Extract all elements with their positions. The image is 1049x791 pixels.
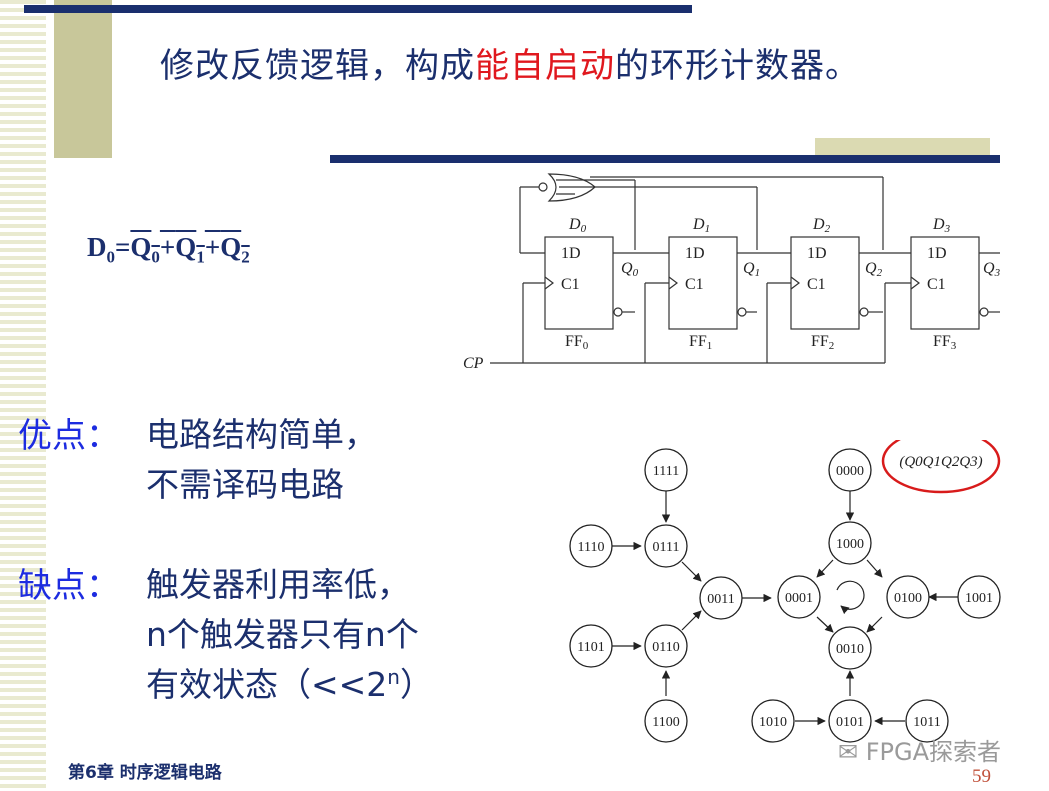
top-rule bbox=[24, 5, 692, 13]
pros-label: 优点： bbox=[18, 416, 120, 456]
pin-c-label: C1 bbox=[685, 276, 704, 293]
chapter-footer: 第6章 时序逻辑电路 bbox=[68, 763, 222, 783]
cons-line3-text: 有效状态（<<2 bbox=[146, 665, 388, 704]
ff-label: FF1 bbox=[689, 333, 712, 352]
state-legend-label: (Q0Q1Q2Q3) bbox=[899, 454, 982, 470]
state-diagram: 1111 1110 0111 0011 1101 0110 1100 0000 … bbox=[569, 440, 1001, 743]
state-node: 0100 bbox=[894, 591, 922, 606]
eq-rhs-overlined: Q0+Q1+Q2 bbox=[130, 232, 249, 266]
eq-sub: 0 bbox=[151, 247, 160, 267]
q-label: Q1 bbox=[743, 260, 760, 279]
state-node: 1101 bbox=[577, 640, 604, 655]
cons-line: 触发器利用率低， bbox=[146, 565, 410, 604]
ring-counter-circuit: 1D C1 1D C1 1D C1 1D C1 D0 D1 D2 D3 Q0 Q… bbox=[463, 173, 1001, 372]
eq-sub: 2 bbox=[241, 247, 250, 267]
state-node: 1111 bbox=[653, 464, 679, 479]
eq-term: Q bbox=[175, 232, 197, 262]
ff-label: FF2 bbox=[811, 333, 834, 352]
cons-label: 缺点： bbox=[18, 566, 120, 606]
pros-line: 电路结构简单， bbox=[146, 415, 377, 454]
clock-label: CP bbox=[463, 355, 484, 372]
d-label: D2 bbox=[812, 216, 831, 235]
eq-lhs: D bbox=[87, 232, 107, 262]
left-stripes-decoration bbox=[0, 0, 46, 791]
pin-c-label: C1 bbox=[561, 276, 580, 293]
eq-term: Q bbox=[220, 232, 242, 262]
title-part: 修改反馈逻辑，构成 bbox=[160, 46, 475, 86]
state-node: 1110 bbox=[578, 540, 605, 555]
cons-line3-sup: n bbox=[387, 665, 400, 689]
pin-d-label: 1D bbox=[561, 245, 581, 262]
state-node: 1000 bbox=[836, 537, 864, 552]
cons-line: n个触发器只有n个 bbox=[146, 615, 419, 654]
eq-op: + bbox=[204, 232, 221, 262]
slide-title: 修改反馈逻辑，构成能自启动的环形计数器。 bbox=[160, 38, 860, 87]
tan-decor-block-right bbox=[815, 138, 990, 158]
tan-decor-block bbox=[54, 0, 112, 158]
eq-op: + bbox=[159, 232, 176, 262]
pin-d-label: 1D bbox=[685, 245, 705, 262]
d-label: D1 bbox=[692, 216, 710, 235]
pin-c-label: C1 bbox=[807, 276, 826, 293]
state-node: 0001 bbox=[785, 591, 813, 606]
state-node: 0000 bbox=[836, 464, 864, 479]
eq-sub: 1 bbox=[196, 247, 205, 267]
cons-line: 有效状态（<<2n） bbox=[146, 658, 433, 706]
title-highlight: 能自启动 bbox=[475, 46, 615, 86]
watermark: ✉ FPGA探索者 bbox=[838, 732, 1001, 767]
state-node: 0110 bbox=[652, 640, 679, 655]
legend-highlight-ellipse bbox=[881, 440, 1001, 494]
pin-d-label: 1D bbox=[807, 245, 827, 262]
ff-label: FF0 bbox=[565, 333, 589, 352]
pin-d-label: 1D bbox=[927, 245, 947, 262]
state-node: 0101 bbox=[836, 715, 864, 730]
state-node: 1100 bbox=[652, 715, 679, 730]
page-number: 59 bbox=[972, 766, 991, 787]
state-node: 1011 bbox=[913, 715, 940, 730]
q-label: Q2 bbox=[865, 260, 883, 279]
title-underline-rule bbox=[330, 155, 1000, 163]
d-label: D3 bbox=[932, 216, 951, 235]
eq-term: Q bbox=[130, 232, 152, 262]
state-node: 0010 bbox=[836, 642, 864, 657]
q-label: Q0 bbox=[621, 260, 639, 279]
cons-line3-close: ） bbox=[399, 665, 433, 704]
pin-c-label: C1 bbox=[927, 276, 946, 293]
state-node: 1010 bbox=[759, 715, 787, 730]
d-label: D0 bbox=[568, 216, 587, 235]
watermark-text: FPGA探索者 bbox=[865, 738, 1002, 766]
title-part: 的环形计数器。 bbox=[615, 46, 860, 86]
feedback-equation: D0=Q0+Q1+Q2 bbox=[87, 232, 250, 267]
q-label: Q3 bbox=[983, 260, 1001, 279]
state-node: 0011 bbox=[707, 592, 734, 607]
eq-lhs-sub: 0 bbox=[106, 247, 116, 267]
pros-line: 不需译码电路 bbox=[146, 465, 344, 504]
eq-sign: = bbox=[115, 232, 131, 262]
ff-label: FF3 bbox=[933, 333, 957, 352]
wechat-icon: ✉ bbox=[838, 738, 859, 766]
state-node: 0111 bbox=[653, 540, 680, 555]
state-node: 1001 bbox=[965, 591, 993, 606]
